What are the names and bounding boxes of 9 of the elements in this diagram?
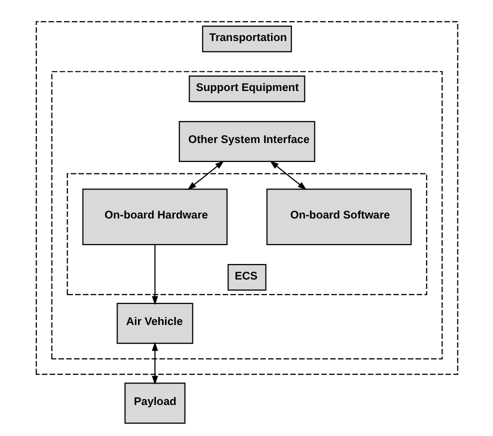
arrow	[269, 160, 306, 190]
node-box: Payload	[124, 382, 185, 424]
node-box: On-board Hardware	[82, 188, 228, 246]
node-box: On-board Software	[266, 188, 412, 246]
arrow	[151, 244, 158, 306]
arrow	[186, 160, 224, 190]
node-box: Other System Interface	[178, 120, 315, 162]
node-box: Air Vehicle	[116, 302, 193, 344]
arrow	[151, 342, 158, 385]
